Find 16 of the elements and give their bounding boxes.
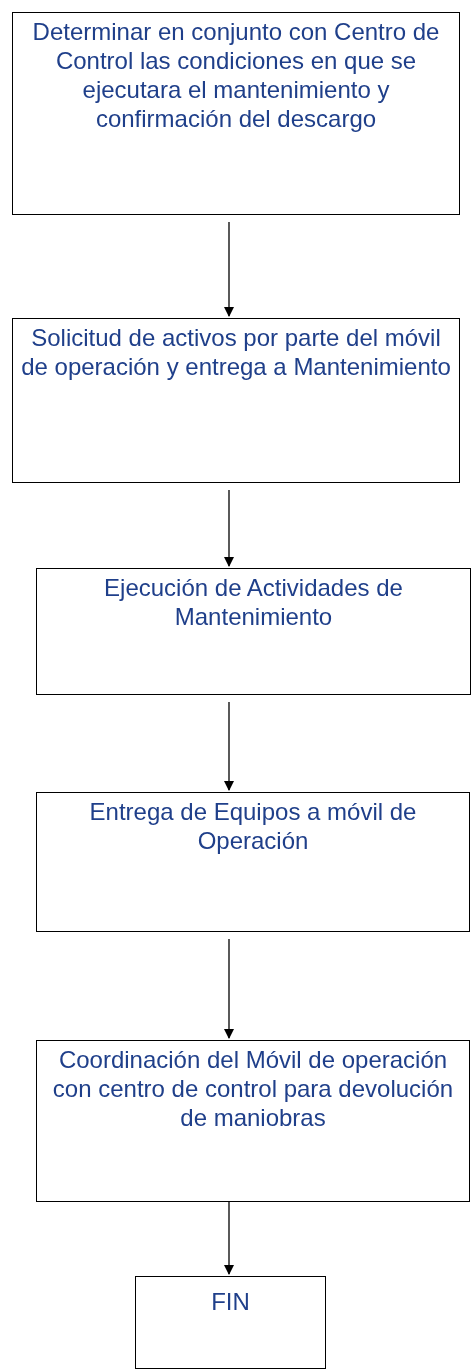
step-text: Solicitud de activos por parte del móvil de operación y entrega a Mantenimiento <box>20 323 452 381</box>
process-box <box>12 12 460 215</box>
process-box <box>135 1276 326 1369</box>
step-text: Ejecución de Actividades de Mantenimiento <box>103 573 404 631</box>
process-box <box>36 568 471 695</box>
process-box <box>36 1040 470 1202</box>
arrow <box>224 938 234 1039</box>
step-text: Coordinación del Móvil de operación con centro de control para devolución de maniobras <box>51 1045 455 1132</box>
arrow <box>224 701 234 791</box>
step-text: FIN <box>210 1287 251 1316</box>
arrow <box>224 221 234 317</box>
step-text: Entrega de Equipos a móvil de Operación <box>88 797 418 855</box>
process-box <box>12 318 460 483</box>
arrow <box>224 489 234 567</box>
step-text: Determinar en conjunto con Centro de Control las condiciones en que se ejecutara el mantenimiento y confirmación del descargo <box>31 17 441 133</box>
process-box <box>36 792 470 932</box>
